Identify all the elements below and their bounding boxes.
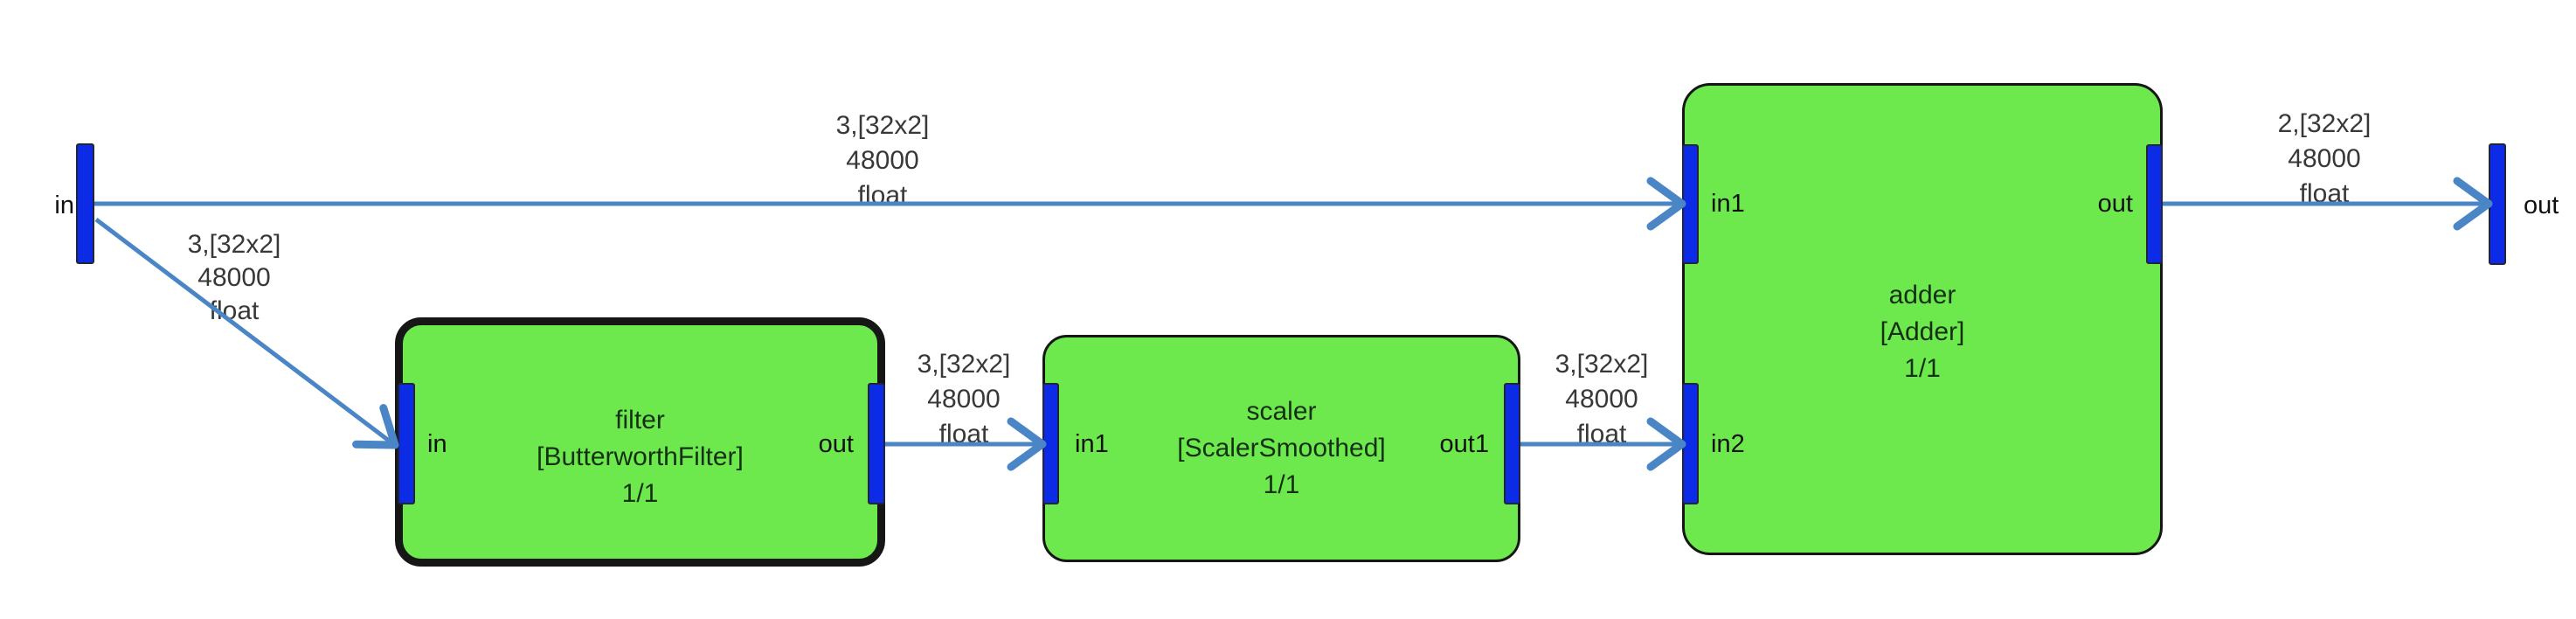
edge-size-label: 3,[32x2] bbox=[917, 350, 1011, 379]
node-type-label: [ScalerSmoothed] bbox=[1177, 434, 1386, 463]
port-adder-in2-label: in2 bbox=[1711, 430, 1745, 458]
node-type-label: [Adder] bbox=[1880, 317, 1965, 346]
port-filter-in[interactable] bbox=[398, 383, 415, 504]
source-port[interactable] bbox=[76, 143, 94, 264]
port-adder-out[interactable] bbox=[2146, 144, 2163, 264]
port-adder-out-label: out bbox=[2097, 190, 2133, 218]
edge-rate-label: 48000 bbox=[2288, 144, 2361, 173]
node-ratio-label: 1/1 bbox=[1263, 470, 1300, 499]
edge-dtype-label: float bbox=[1576, 420, 1627, 449]
port-adder-in1[interactable] bbox=[1682, 144, 1699, 264]
edge-dtype-label: float bbox=[2299, 179, 2350, 208]
edge-label-scaler-adder: 3,[32x2] 48000 float bbox=[1497, 347, 1707, 452]
port-filter-out[interactable] bbox=[868, 383, 885, 504]
node-adder-title: adder [Adder] 1/1 bbox=[1685, 277, 2160, 387]
arrowhead-icon bbox=[2453, 177, 2493, 231]
edge-size-label: 3,[32x2] bbox=[835, 111, 930, 140]
edge-dtype-label: float bbox=[209, 296, 260, 325]
edge-dtype-label: float bbox=[938, 420, 989, 449]
node-scaler[interactable]: scaler [ScalerSmoothed] 1/1 bbox=[1042, 335, 1520, 562]
arrowhead-icon bbox=[352, 404, 399, 449]
arrowhead-icon bbox=[1646, 177, 1686, 231]
port-scaler-out1[interactable] bbox=[1504, 383, 1520, 504]
edge-size-label: 3,[32x2] bbox=[1555, 350, 1649, 379]
node-filter-title: filter [ButterworthFilter] 1/1 bbox=[403, 402, 877, 512]
edge-dtype-label: float bbox=[857, 181, 908, 210]
node-ratio-label: 1/1 bbox=[1904, 354, 1941, 383]
port-scaler-out1-label: out1 bbox=[1439, 430, 1489, 458]
source-port-label: in bbox=[54, 191, 74, 219]
sink-port[interactable] bbox=[2489, 143, 2506, 265]
edge-rate-label: 48000 bbox=[927, 385, 1001, 414]
port-adder-in1-label: in1 bbox=[1711, 190, 1745, 218]
node-ratio-label: 1/1 bbox=[621, 479, 659, 508]
port-scaler-in1-label: in1 bbox=[1075, 430, 1109, 458]
node-name-label: scaler bbox=[1246, 397, 1317, 426]
node-type-label: [ButterworthFilter] bbox=[537, 442, 744, 471]
edge-rate-label: 48000 bbox=[846, 146, 919, 175]
edge-size-label: 2,[32x2] bbox=[2277, 109, 2372, 138]
port-filter-out-label: out bbox=[818, 430, 854, 458]
sink-port-label: out bbox=[2524, 191, 2559, 219]
edge-label-source-adder: 3,[32x2] 48000 float bbox=[778, 108, 987, 213]
port-filter-in-label: in bbox=[427, 430, 447, 458]
edge-label-filter-scaler: 3,[32x2] 48000 float bbox=[859, 347, 1069, 452]
edge-size-label: 3,[32x2] bbox=[187, 230, 281, 259]
port-scaler-in1[interactable] bbox=[1042, 383, 1059, 504]
node-adder[interactable]: adder [Adder] 1/1 bbox=[1682, 83, 2163, 555]
node-name-label: filter bbox=[615, 406, 665, 435]
edge-label-adder-sink: 2,[32x2] 48000 float bbox=[2219, 107, 2429, 212]
edge-rate-label: 48000 bbox=[1565, 385, 1638, 414]
node-scaler-title: scaler [ScalerSmoothed] 1/1 bbox=[1045, 393, 1518, 504]
edge-rate-label: 48000 bbox=[197, 263, 271, 292]
node-name-label: adder bbox=[1888, 281, 1956, 310]
edge-label-source-filter: 3,[32x2] 48000 float bbox=[129, 228, 339, 328]
port-adder-in2[interactable] bbox=[1682, 383, 1699, 504]
